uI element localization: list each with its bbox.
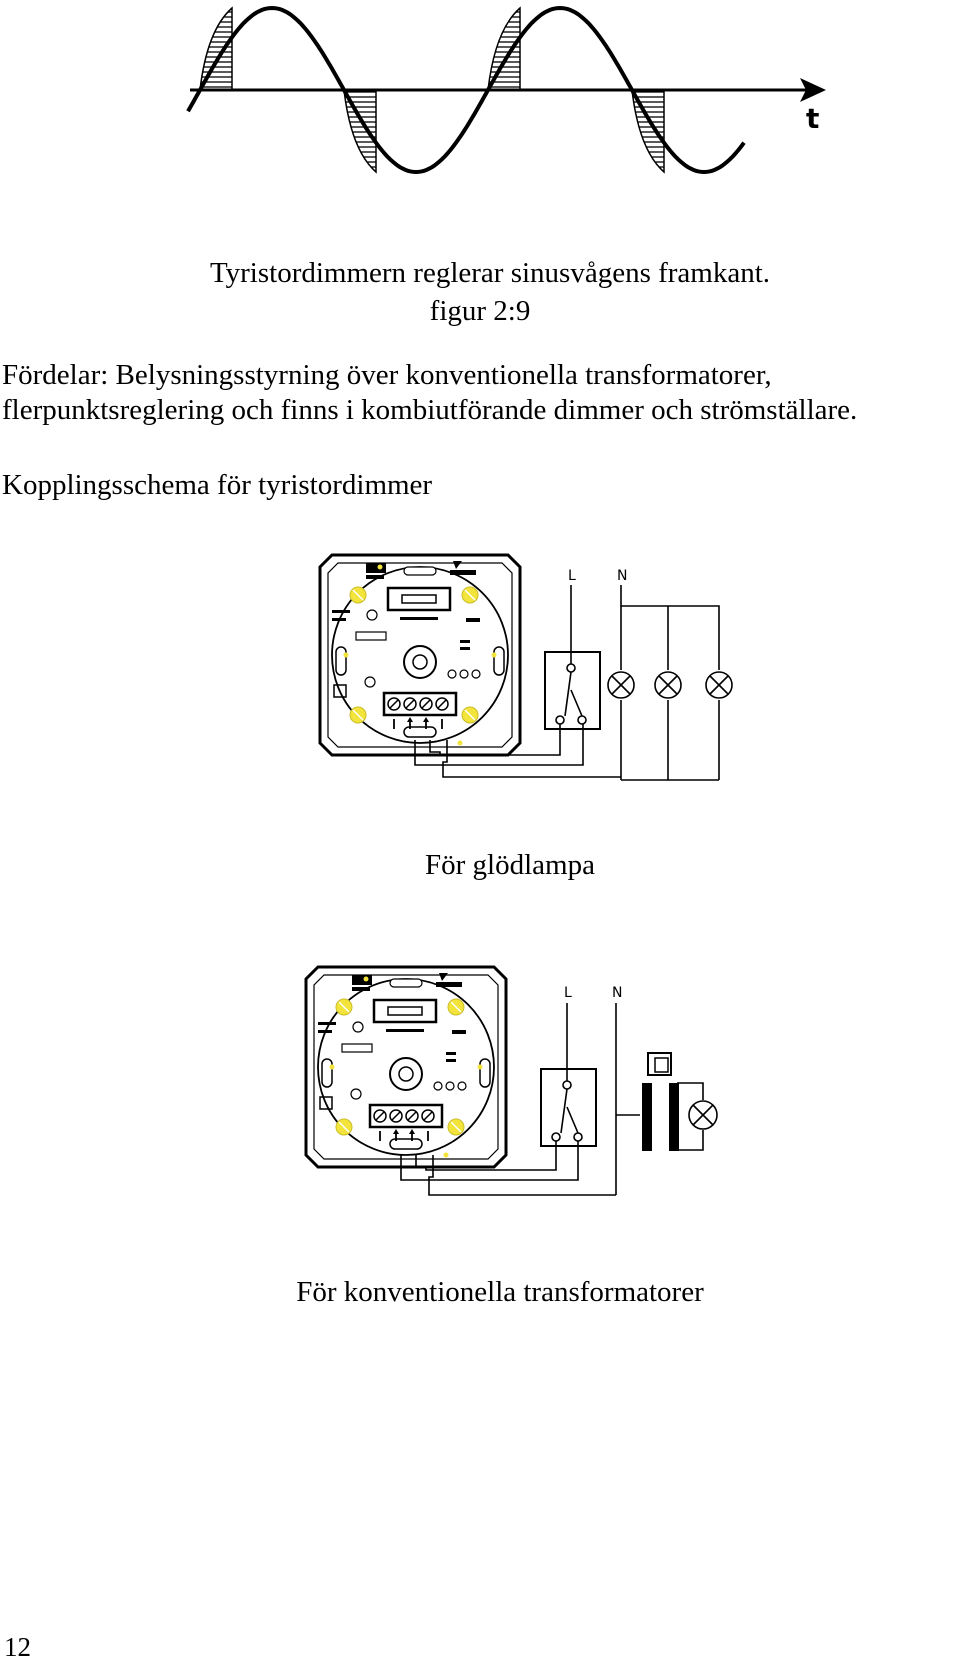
label-N: N (617, 568, 627, 584)
page-number: 12 (4, 1632, 31, 1662)
fuse-holder (372, 998, 438, 1024)
figure-caption-line-2: figur 2:9 (429, 295, 531, 327)
hatched-area-4 (631, 89, 665, 174)
fuse-holder (386, 586, 452, 612)
wiring-diagram-transformer: L N (304, 965, 718, 1196)
axis-arrow (800, 78, 826, 102)
hatched-area-2 (343, 89, 377, 174)
axis-label-t: t (806, 102, 819, 135)
transformer-symbol (642, 1052, 679, 1151)
diagram-1-caption: För glödlampa (425, 849, 595, 881)
wires-2 (400, 1003, 704, 1196)
label-L: L (568, 568, 576, 584)
lamp-1 (607, 671, 635, 699)
switch-contacts (551, 1080, 583, 1142)
wiring-diagram-incandescent: L N (318, 553, 733, 781)
section-title: Kopplingsschema för tyristordimmer (2, 469, 433, 501)
sine-curve (186, 5, 746, 175)
sine-wave-figure: t (186, 5, 826, 175)
dimmer-knob (403, 645, 437, 679)
switch-contacts (555, 663, 587, 725)
figure-caption-line-1: Tyristordimmern reglerar sinusvågens fra… (209, 257, 771, 289)
dimmer-unit (304, 965, 508, 1169)
switch-box (540, 1068, 597, 1147)
switch-box (544, 651, 601, 730)
wires-1 (414, 585, 720, 781)
hatched-area-3 (487, 6, 521, 91)
lamp-2 (654, 671, 682, 699)
advantages-line-1: Fördelar: Belysningsstyrning över konven… (2, 359, 772, 391)
advantages-line-2: flerpunktsreglering och finns i kombiutf… (2, 394, 858, 426)
lamp-3 (705, 671, 733, 699)
lamp-transformer (688, 1100, 718, 1130)
dimmer-knob (389, 1057, 423, 1091)
label-N: N (612, 985, 622, 1001)
diagram-2-caption: För konventionella transformatorer (296, 1276, 704, 1308)
dimmer-unit (318, 553, 522, 757)
hatched-area-1 (199, 6, 233, 91)
label-L: L (564, 985, 572, 1001)
lamps-1 (607, 671, 733, 699)
